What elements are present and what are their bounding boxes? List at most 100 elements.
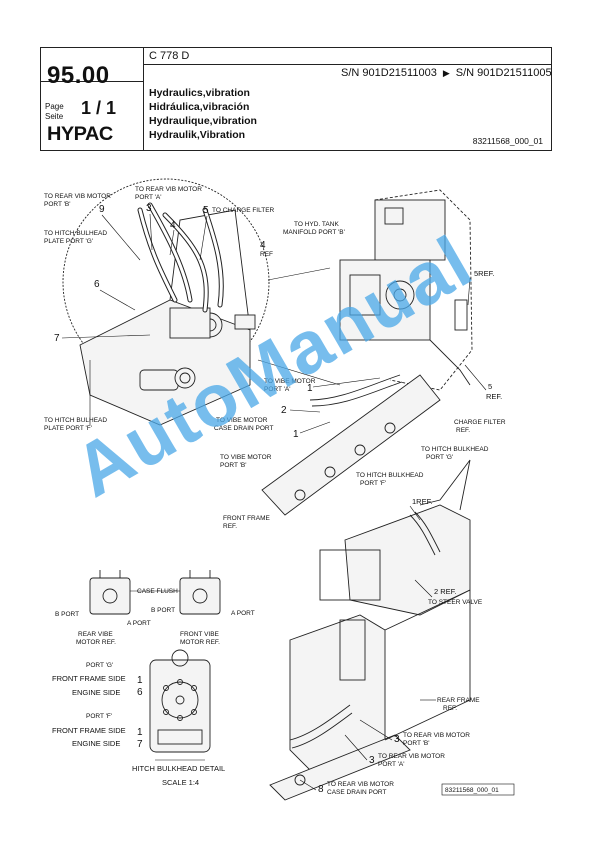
serial-from: S/N 901D21511003 [341, 67, 437, 79]
title-fr: Hydraulique,vibration [149, 115, 257, 127]
detail-circle-view [62, 178, 341, 426]
page-titles: Hydraulics,vibration Hidráulica,vibració… [149, 86, 257, 142]
callout-label: TO VIBE MOTOR [220, 454, 272, 461]
callout-label: A PORT [127, 620, 151, 627]
callout-label: FRONT FRAME SIDE [52, 726, 126, 735]
callout-label: PORT 'A' [264, 386, 290, 393]
item-number: 7 [54, 333, 60, 344]
callout-label: ENGINE SIDE [72, 739, 120, 748]
item-number: 6 [137, 687, 143, 698]
hitch-bulkhead-detail [149, 649, 211, 761]
callout-label: A PORT [231, 610, 255, 617]
item-number: 5 [203, 205, 209, 216]
parts-diagram: TO REAR VIB MOTOR PORT 'B' TO REAR VIB M… [44, 178, 515, 801]
item-number: 2 [281, 405, 287, 416]
title-en: Hydraulics,vibration [149, 87, 250, 99]
model-name: C 778 D [149, 50, 190, 62]
item-number: 8 [318, 784, 324, 795]
callout-label: B PORT [151, 607, 175, 614]
callout-label: ENGINE SIDE [72, 688, 120, 697]
callout-label: TO VIBE MOTOR [264, 378, 316, 385]
callout-label: FRONT FRAME [223, 515, 270, 522]
item-number: 4 [260, 240, 266, 251]
callout-label: PLATE PORT 'G' [44, 238, 93, 245]
callout-label: PORT 'G' [86, 662, 113, 669]
detail-scale: SCALE 1:4 [162, 778, 199, 787]
drawing-code: 83211568_000_01 [445, 787, 499, 794]
callout-label: TO REAR VIB MOTOR [135, 186, 202, 193]
callout-label: MANIFOLD PORT 'B' [283, 229, 345, 236]
brand-logo: HYPAC [47, 124, 113, 145]
callout-label: TO REAR VIB MOTOR [378, 753, 445, 760]
callout-label: TO REAR VIB MOTOR [327, 781, 394, 788]
callout-label: REF. [486, 392, 502, 401]
callout-label: 5REF. [474, 269, 494, 278]
callout-label: FRONT VIBE [180, 631, 220, 638]
callout-label: TO CHARGE FILTER [212, 207, 275, 214]
callout-label: 2 REF. [434, 587, 457, 596]
rear-frame-view [269, 459, 471, 801]
callout-label: TO STEER VALVE [428, 599, 483, 606]
page-label: Page Seite [45, 102, 64, 122]
hitch-callouts: PORT 'G' FRONT FRAME SIDE ENGINE SIDE 1 … [52, 662, 225, 787]
item-number: 9 [99, 204, 105, 215]
callout-label: B PORT [55, 611, 79, 618]
callout-label: REAR FRAME [437, 697, 480, 704]
title-block: C 778 D S/N 901D21511003▶S/N 901D2151100… [40, 47, 552, 151]
section-number: 95.00 [47, 62, 110, 89]
item-number: 3 [394, 734, 400, 745]
serial-range: S/N 901D21511003 ▶ S/N 901D21511005 [341, 67, 552, 79]
title-es: Hidráulica,vibración [149, 101, 250, 113]
item-number: 3 [369, 755, 375, 766]
rear-callouts: 1REF. 2 REF. TO STEER VALVE REAR FRAME R… [299, 497, 515, 796]
page-label-de: Seite [45, 112, 64, 121]
callout-label: REF [260, 251, 273, 258]
callout-label: REF. [456, 427, 470, 434]
top-callouts: TO REAR VIB MOTOR PORT 'B' TO REAR VIB M… [44, 186, 506, 530]
callout-label: REF. [443, 705, 457, 712]
callout-label: CASE DRAIN PORT [327, 789, 387, 796]
divider [41, 81, 143, 82]
callout-label: REAR VIBE [78, 631, 113, 638]
item-number: 7 [137, 739, 143, 750]
arrow-right-icon: ▶ [442, 68, 450, 78]
motor-detail [89, 570, 221, 615]
callout-label: FRONT FRAME SIDE [52, 674, 126, 683]
callout-label: TO HITCH BULKHEAD [356, 472, 424, 479]
callout-label: PORT 'B' [220, 462, 246, 469]
title-de: Hydraulik,Vibration [149, 129, 246, 141]
serial-to: S/N 901D21511005 [455, 67, 552, 79]
callout-label: 1REF. [412, 497, 432, 506]
callout-label: TO VIBE MOTOR [216, 417, 268, 424]
item-number: 1 [307, 383, 313, 394]
callout-label: TO REAR VIB MOTOR [44, 193, 111, 200]
page-label-en: Page [45, 102, 64, 111]
doc-code: 83211568_000_01 [472, 136, 543, 146]
divider [143, 48, 144, 150]
callout-label: PORT 'A' [378, 761, 404, 768]
callout-label: MOTOR REF. [180, 639, 220, 646]
front-frame-view [261, 189, 473, 516]
callout-label: CASE FLUSH [137, 588, 178, 595]
callout-label: TO HITCH BULKHEAD [421, 446, 489, 453]
callout-label: PORT 'F' [360, 480, 386, 487]
item-number: 1 [137, 727, 143, 738]
callout-label: CHARGE FILTER [454, 419, 506, 426]
callout-label: MOTOR REF. [76, 639, 116, 646]
callout-label: PLATE PORT 'F' [44, 425, 92, 432]
page-number: 1 / 1 [81, 98, 117, 118]
callout-label: 5 [488, 382, 492, 391]
item-number: 6 [94, 279, 100, 290]
callout-label: PORT 'F' [86, 713, 112, 720]
callout-label: PORT 'G' [426, 454, 453, 461]
callout-label: PORT 'A' [135, 194, 161, 201]
motor-callouts: CASE FLUSH B PORT A PORT B PORT A PORT R… [55, 588, 255, 646]
callout-label: PORT 'B' [403, 740, 429, 747]
item-number: 1 [293, 429, 299, 440]
callout-label: TO HITCH BULHEAD [44, 417, 107, 424]
callout-label: TO HYD. TANK [294, 221, 339, 228]
item-number: 1 [137, 675, 143, 686]
callout-label: PORT 'B' [44, 201, 70, 208]
item-number: 3 [146, 203, 152, 214]
divider [143, 64, 551, 65]
